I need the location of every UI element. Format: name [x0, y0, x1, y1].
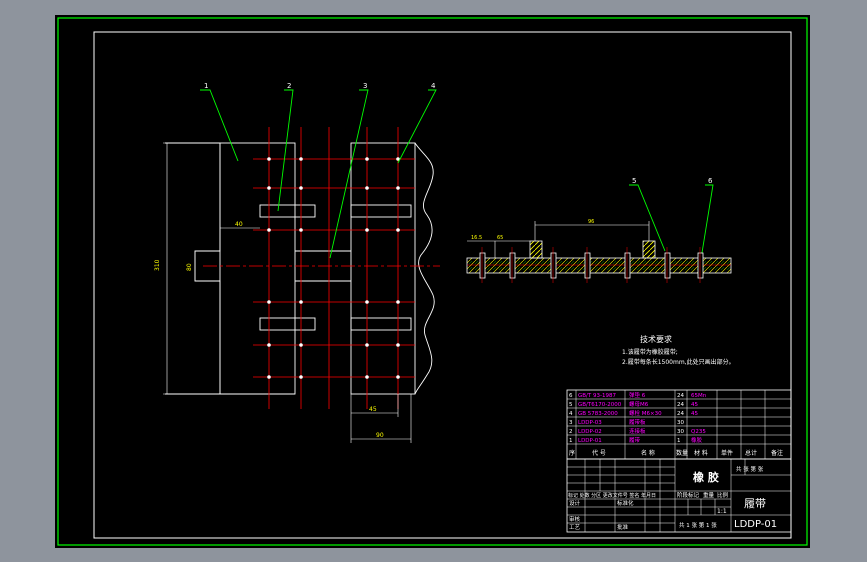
dim-span-large: 90 [376, 432, 384, 439]
bom-cell-name: 螺栓 M6×30 [629, 409, 662, 417]
bom-header-total: 总计 [745, 449, 757, 457]
bom-header-unit: 单件 [721, 449, 733, 457]
bom-cell-qty: 30 [677, 420, 684, 426]
bom-cell-material: 橡胶 [691, 436, 703, 444]
leader-numbers: 1 2 3 4 5 6 [204, 82, 713, 185]
design-label: 设计 [569, 499, 581, 507]
leader-4: 4 [431, 82, 436, 90]
bom-header-material: 材 料 [694, 449, 708, 457]
dim-side-b: 65 [497, 235, 503, 241]
sheet-label: 共 张 第 张 [736, 465, 764, 473]
bom-cell-no: 2 [569, 429, 573, 435]
bom-cell-no: 6 [569, 393, 573, 399]
bom-cell-qty: 24 [677, 402, 684, 408]
dim-side-a: 16.5 [471, 235, 482, 241]
title-block: 橡 胶 履带 LDDP-01 共 张 第 张 标记 处数 分区 更改文件号 签名… [566, 458, 792, 533]
bolt-holes [267, 157, 400, 379]
standardization-label: 标准化 [617, 499, 634, 507]
plan-dimension-text: 310 80 40 45 90 [154, 221, 384, 439]
bom-cell-name: 履带 [629, 437, 641, 444]
bom-cell-qty: 24 [677, 411, 684, 417]
material-label: 橡 胶 [693, 470, 719, 484]
bom-cell-no: 5 [569, 402, 573, 408]
tech-req-title: 技术要求 [640, 334, 672, 344]
bom-cell-name: 螺母M6 [629, 400, 649, 408]
bom-cell-material: Q235 [691, 429, 706, 435]
bom-cell-no: 4 [569, 411, 573, 417]
process-label: 工艺 [569, 524, 581, 531]
bom-cell-code: LDDP-02 [578, 429, 602, 435]
leader-1: 1 [204, 82, 208, 90]
center-lines [203, 127, 440, 409]
part-name: 履带 [744, 497, 766, 510]
bom-cell-code: GB/T 93-1987 [578, 393, 616, 399]
drawing-sheet: 1 2 3 4 5 6 310 80 [57, 17, 808, 546]
dim-span-small: 45 [369, 406, 377, 413]
marks-header: 标记 处数 分区 更改文件号 签名 年月日 [568, 492, 656, 499]
bom-cell-code: LDDP-01 [578, 438, 602, 444]
dim-slot-width: 40 [235, 221, 243, 228]
bom-cell-code: LDDP-03 [578, 420, 602, 426]
tech-req-item-1: 1.该履带为橡胶履带; [622, 348, 678, 356]
scale-label: 比例 [717, 491, 729, 499]
plan-view [165, 142, 435, 395]
bom-cell-material: 45 [691, 411, 698, 417]
bom-cell-material: 65Mn [691, 393, 707, 399]
weight-label: 重量 [703, 491, 715, 499]
bom-cell-qty: 24 [677, 393, 684, 399]
approve-label: 批准 [617, 523, 629, 531]
leader-lines [200, 89, 714, 260]
bom-cell-code: GB/T6170-2000 [578, 402, 622, 408]
bom-cell-qty: 1 [677, 438, 681, 444]
bom-header-remark: 备注 [771, 449, 783, 457]
drawing-canvas[interactable]: 1 2 3 4 5 6 310 80 [55, 15, 810, 548]
bom-cell-no: 1 [569, 438, 573, 444]
dim-side-height: 80 [186, 263, 193, 271]
dim-overall-height: 310 [154, 259, 161, 271]
bom-cell-code: GB 5783-2000 [578, 411, 618, 417]
bom-header-no: 序 [569, 449, 575, 457]
bom-cell-qty: 30 [677, 429, 684, 435]
bom-cell-name: 弹垫 6 [629, 391, 646, 399]
bom-header-qty: 数量 [676, 449, 688, 457]
bom-cell-material: 45 [691, 402, 698, 408]
leader-5: 5 [632, 177, 636, 185]
dim-side-span: 96 [588, 219, 594, 225]
bom-header-code: 代 号 [592, 449, 606, 457]
drawing-number: LDDP-01 [734, 519, 777, 530]
plan-dimensions [163, 142, 412, 443]
bom-cell-name: 连接板 [629, 427, 646, 435]
leader-2: 2 [287, 82, 291, 90]
outer-frame [57, 17, 808, 546]
stage-mark-label: 阶段标记 [677, 491, 700, 499]
bom-cell-no: 3 [569, 420, 573, 426]
side-view: 16.5 65 96 [466, 219, 732, 283]
scale-value: 1:1 [717, 508, 727, 515]
sheet-info: 共 1 张 第 1 张 [679, 521, 717, 529]
bom-header-name: 名 称 [641, 449, 655, 457]
inner-border [93, 31, 792, 539]
technical-requirements: 技术要求 1.该履带为橡胶履带; 2.履带每条长1500mm,此处只画出部分。 [622, 334, 735, 366]
leader-6: 6 [708, 177, 713, 185]
tech-req-item-2: 2.履带每条长1500mm,此处只画出部分。 [622, 358, 735, 366]
leader-3: 3 [363, 82, 367, 90]
review-label: 审核 [569, 515, 581, 523]
bom-cell-name: 履带板 [629, 418, 646, 426]
